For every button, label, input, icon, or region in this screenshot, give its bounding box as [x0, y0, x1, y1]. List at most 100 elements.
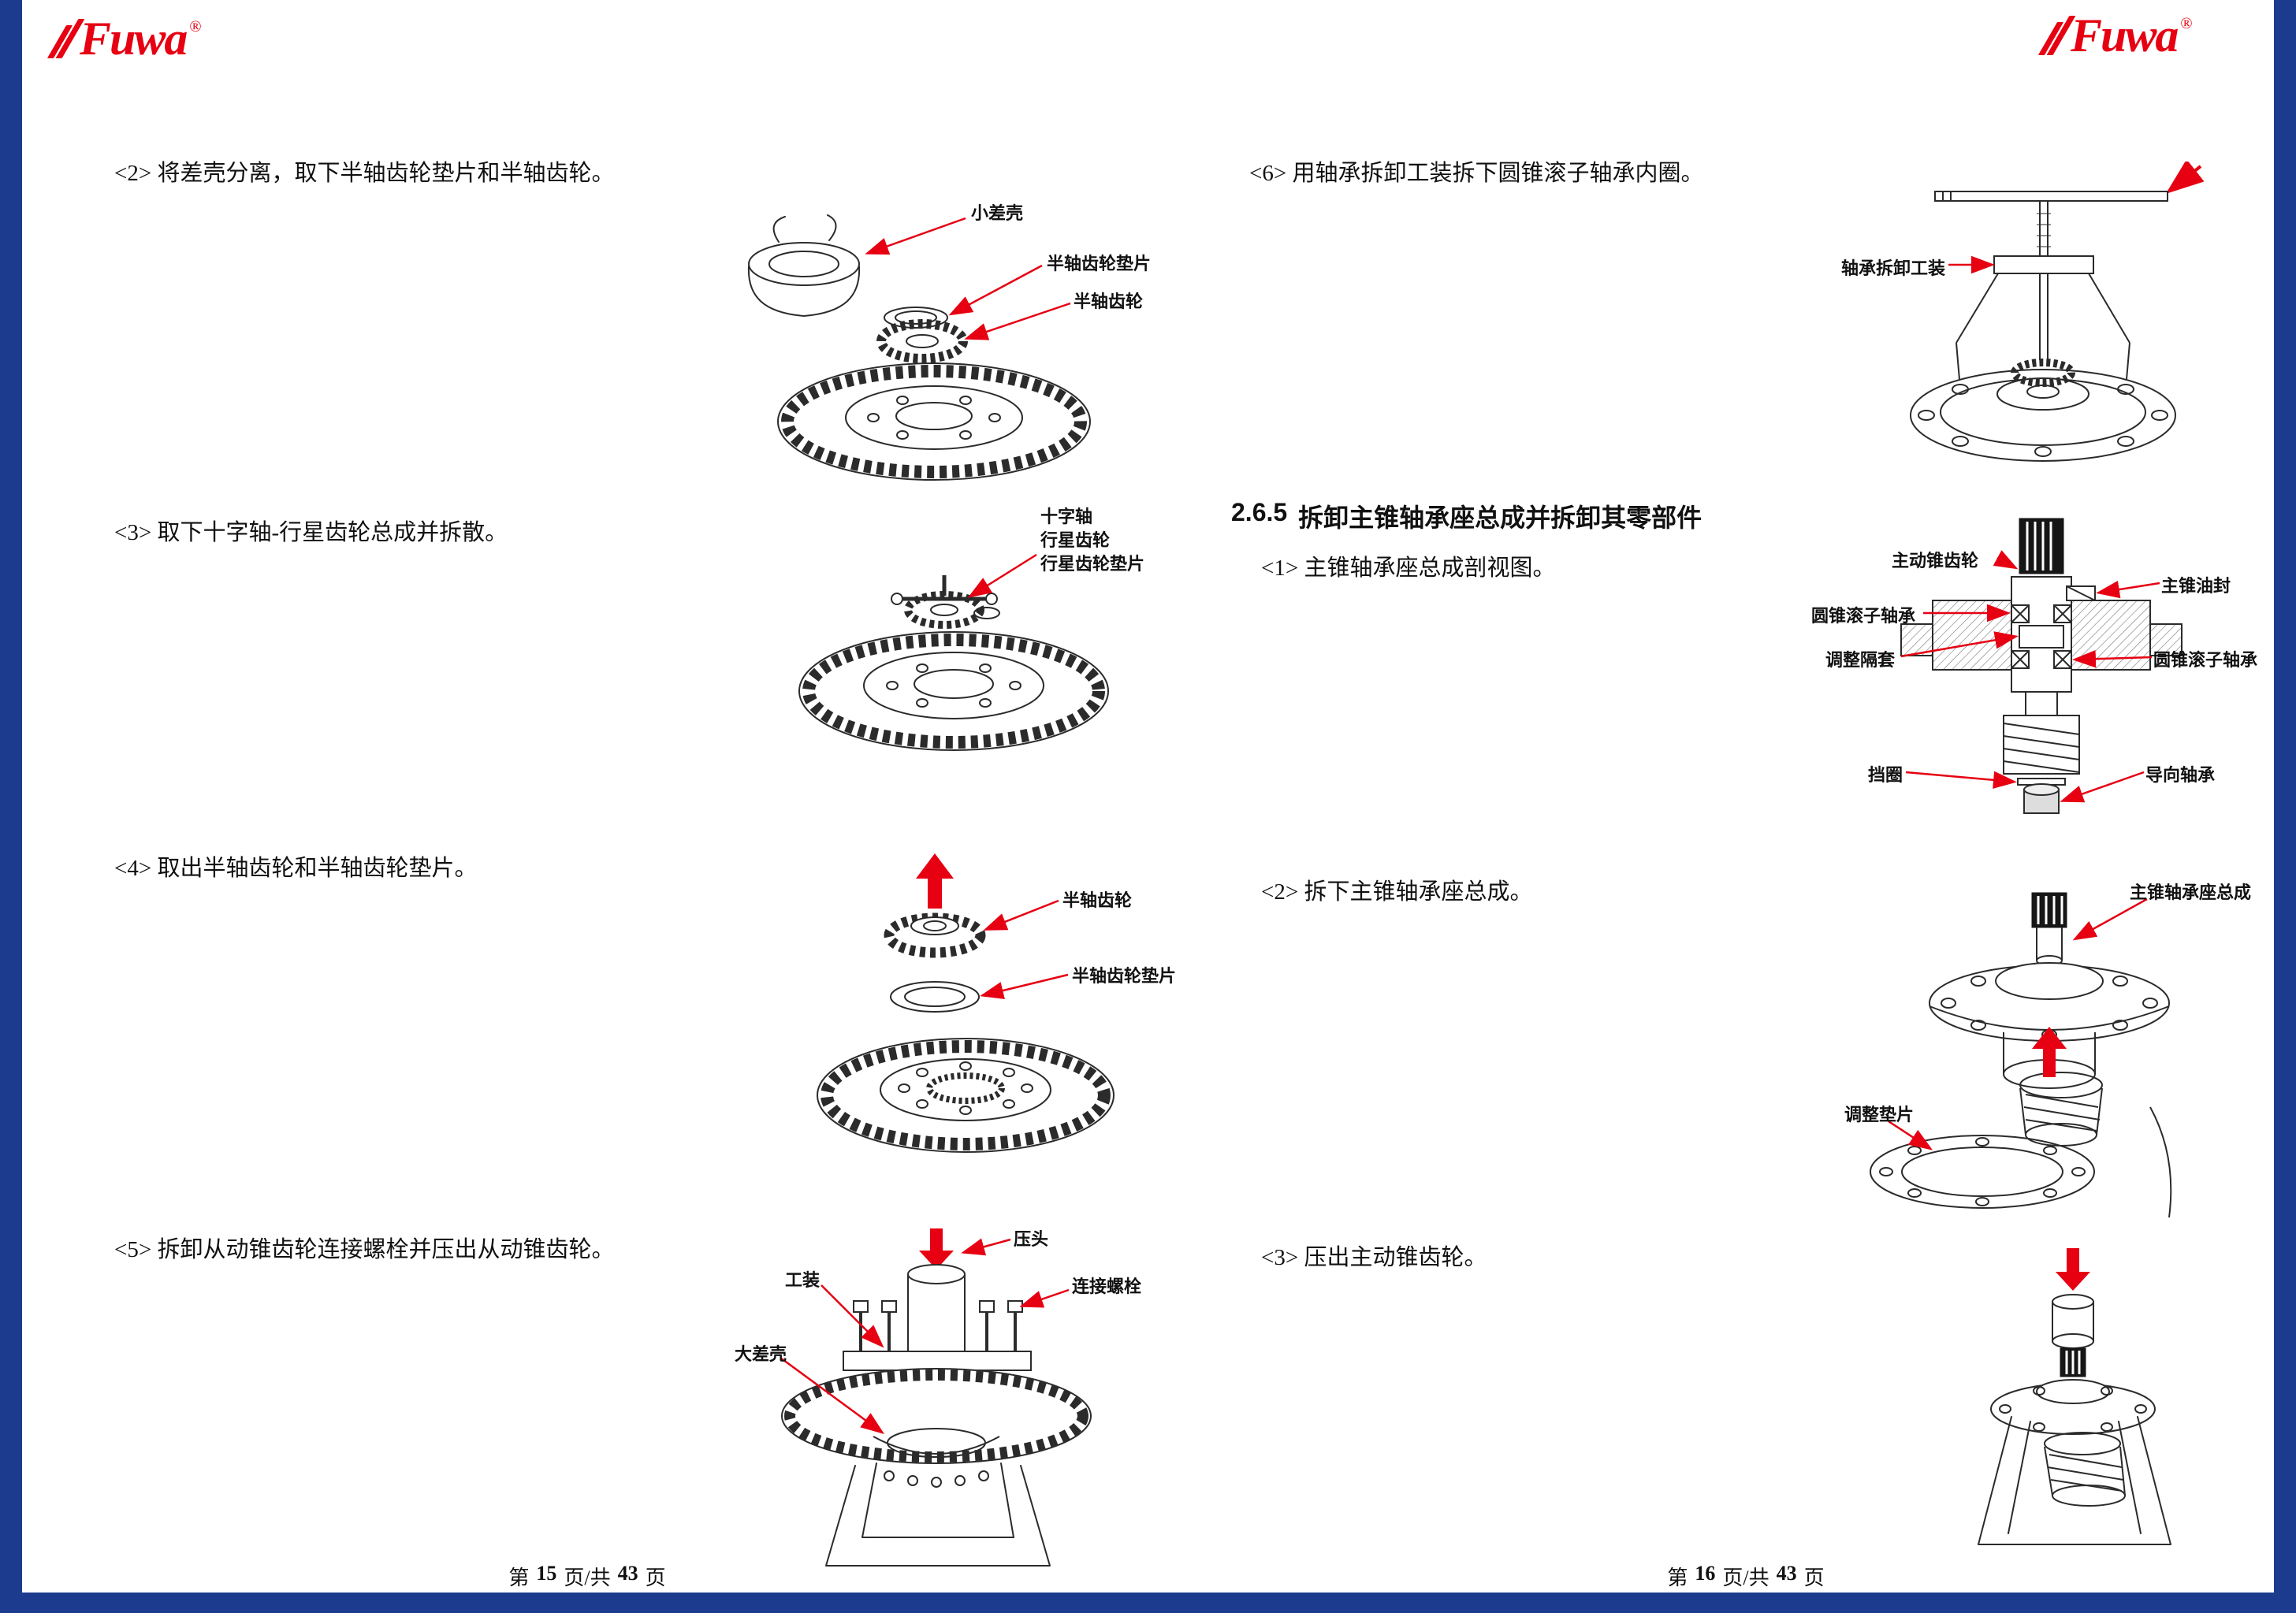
crown-gear-part	[798, 631, 1109, 751]
up-arrow	[916, 853, 954, 909]
spider-cross-shaft-part	[891, 575, 1000, 629]
fuwa-logo-left: Fuwa ®	[47, 13, 202, 65]
step-2-text: <2> 将差壳分离，取下半轴齿轮垫片和半轴齿轮。	[114, 161, 615, 186]
footer-mid: 页/共	[1722, 1567, 1769, 1589]
brand-name: Fuwa	[80, 13, 188, 65]
label-side-gear-shim: 半轴齿轮垫片	[1047, 254, 1152, 273]
registered-mark: ®	[189, 18, 202, 35]
body-and-gear-part	[2003, 1032, 2172, 1218]
label-connect-bolt: 连接螺栓	[1072, 1277, 1142, 1296]
housing-part	[1900, 600, 2183, 671]
up-arrow	[2032, 1027, 2067, 1077]
right-border-bar	[2274, 0, 2296, 1613]
section-heading: 2.6.5 拆卸主锥轴承座总成并拆卸其零部件	[1231, 498, 1702, 534]
cross-section-illustration	[1900, 518, 2183, 814]
gear-part	[2044, 1432, 2126, 1507]
label-taper-bearing-lower: 圆锥滚子轴承	[2153, 650, 2258, 670]
press-head-part	[907, 1264, 966, 1351]
leader-arrows	[980, 899, 1069, 1000]
press-tool-part	[2052, 1294, 2094, 1349]
label-press-head: 压头	[1014, 1229, 1049, 1249]
label-oil-seal: 主锥油封	[2161, 576, 2231, 596]
step-r2-text: <2> 拆下主锥轴承座总成。	[1261, 879, 1533, 905]
step-5-text: <5> 拆卸从动锥齿轮连接螺栓并压出从动锥齿轮。	[114, 1237, 615, 1262]
label-adjust-sleeve: 调整隔套	[1825, 650, 1896, 670]
label-taper-bearing-upper: 圆锥滚子轴承	[1811, 606, 1916, 626]
right-page-footer: 第 16 页/共 43 页	[1628, 1562, 1864, 1591]
step-4-text: <4> 取出半轴齿轮和半轴齿轮垫片。	[114, 856, 478, 881]
leader-arrows	[865, 217, 1071, 340]
driven-gear-part	[781, 1368, 1092, 1464]
figure-side-gear-removal: 半轴齿轮 半轴齿轮垫片	[733, 847, 1222, 1178]
side-gear-part	[884, 912, 986, 958]
label-cross-shaft: 十字轴	[1040, 507, 1093, 526]
guide-bearing-part	[2023, 783, 2060, 814]
puller-screw-part	[2037, 201, 2051, 360]
registered-mark: ®	[2180, 15, 2193, 32]
seat-assembly-illustration	[1870, 892, 2172, 1218]
label-adjust-shim: 调整垫片	[1844, 1105, 1915, 1124]
figure-seat-cross-section: 主动锥齿轮 主锥油封 圆锥滚子轴承 调整隔套 圆锥滚子轴承 导向轴承 挡圈	[1805, 504, 2262, 843]
press-drive-gear-illustration	[1978, 1248, 2171, 1545]
side-gear-shim-part	[890, 981, 980, 1013]
left-border-bar	[0, 0, 22, 1613]
shaft-part	[2011, 576, 2072, 693]
label-planet-gear: 行星齿轮	[1040, 530, 1111, 550]
leader-arrows	[1888, 898, 2148, 1150]
step-r1-text: <1> 主锥轴承座总成剖视图。	[1261, 556, 1556, 581]
label-side-gear-shim: 半轴齿轮垫片	[1072, 966, 1177, 986]
label-small-case: 小差壳	[971, 203, 1024, 223]
left-page-footer: 第 15 页/共 43 页	[469, 1562, 705, 1591]
footer-total-pages: 43	[1776, 1562, 1797, 1585]
footer-suffix: 页	[1803, 1567, 1825, 1589]
side-gear-shim-part	[884, 307, 948, 329]
section-number: 2.6.5	[1231, 498, 1288, 526]
step-r3-text: <3> 压出主动锥齿轮。	[1261, 1245, 1487, 1270]
figure-spider-assembly: 十字轴 行星齿轮 行星齿轮垫片	[709, 498, 1214, 797]
leader-arrows	[780, 1238, 1070, 1434]
oil-seal-part	[2066, 585, 2096, 601]
label-side-gear: 半轴齿轮	[1074, 292, 1144, 311]
label-bearing-puller: 轴承拆卸工装	[1841, 258, 1946, 278]
label-guide-bearing: 导向轴承	[2145, 765, 2216, 785]
brand-name: Fuwa	[2071, 9, 2179, 61]
bottom-border-bar	[0, 1593, 2296, 1613]
pull-direction-arrow	[2165, 162, 2205, 194]
press-illustration	[780, 1228, 1092, 1567]
spline-shaft-part	[2031, 892, 2067, 928]
diff-case-illustration	[747, 214, 1091, 481]
bolt-parts	[853, 1300, 1023, 1351]
puller-handle-part	[1934, 191, 2168, 202]
spline-shaft-part	[2060, 1347, 2086, 1377]
figure-seat-assembly: 主锥轴承座总成 调整垫片	[1836, 871, 2278, 1233]
footer-prefix: 第	[508, 1567, 530, 1589]
label-seat-assembly: 主锥轴承座总成	[2130, 883, 2252, 902]
section-title: 拆卸主锥轴承座总成并拆卸其零部件	[1298, 504, 1702, 532]
adjust-sleeve-part	[2019, 625, 2064, 649]
down-arrow	[2056, 1248, 2090, 1291]
side-gear-removal-illustration	[817, 853, 1115, 1153]
figure-press-driven-gear: 压头 工装 连接螺栓 大差壳	[694, 1225, 1214, 1572]
bearing-parts	[2011, 604, 2072, 669]
label-big-case: 大差壳	[735, 1344, 787, 1364]
label-side-gear: 半轴齿轮	[1062, 890, 1133, 910]
figure-split-diff-case: 小差壳 半轴齿轮垫片 半轴齿轮	[686, 185, 1206, 492]
footer-page-number: 16	[1695, 1562, 1716, 1585]
adjust-shim-part	[1870, 1135, 2095, 1209]
stand-part	[825, 1462, 1051, 1567]
label-drive-gear: 主动锥齿轮	[1892, 551, 1979, 570]
leader-arrows	[967, 553, 1037, 598]
small-diff-case-part	[747, 214, 861, 318]
crown-gear-part	[777, 362, 1091, 481]
label-fixture: 工装	[785, 1270, 821, 1290]
crown-gear-part	[817, 1038, 1115, 1153]
down-arrow	[919, 1228, 954, 1269]
step-6-text: <6> 用轴承拆卸工装拆下圆锥滚子轴承内圈。	[1249, 161, 1704, 186]
footer-page-number: 15	[536, 1562, 557, 1585]
drive-gear-spline-part	[2019, 518, 2064, 574]
footer-mid: 页/共	[564, 1567, 611, 1589]
footer-prefix: 第	[1667, 1567, 1688, 1589]
figure-bearing-puller: 轴承拆卸工装	[1836, 162, 2231, 500]
fixture-plate-part	[843, 1351, 1032, 1371]
